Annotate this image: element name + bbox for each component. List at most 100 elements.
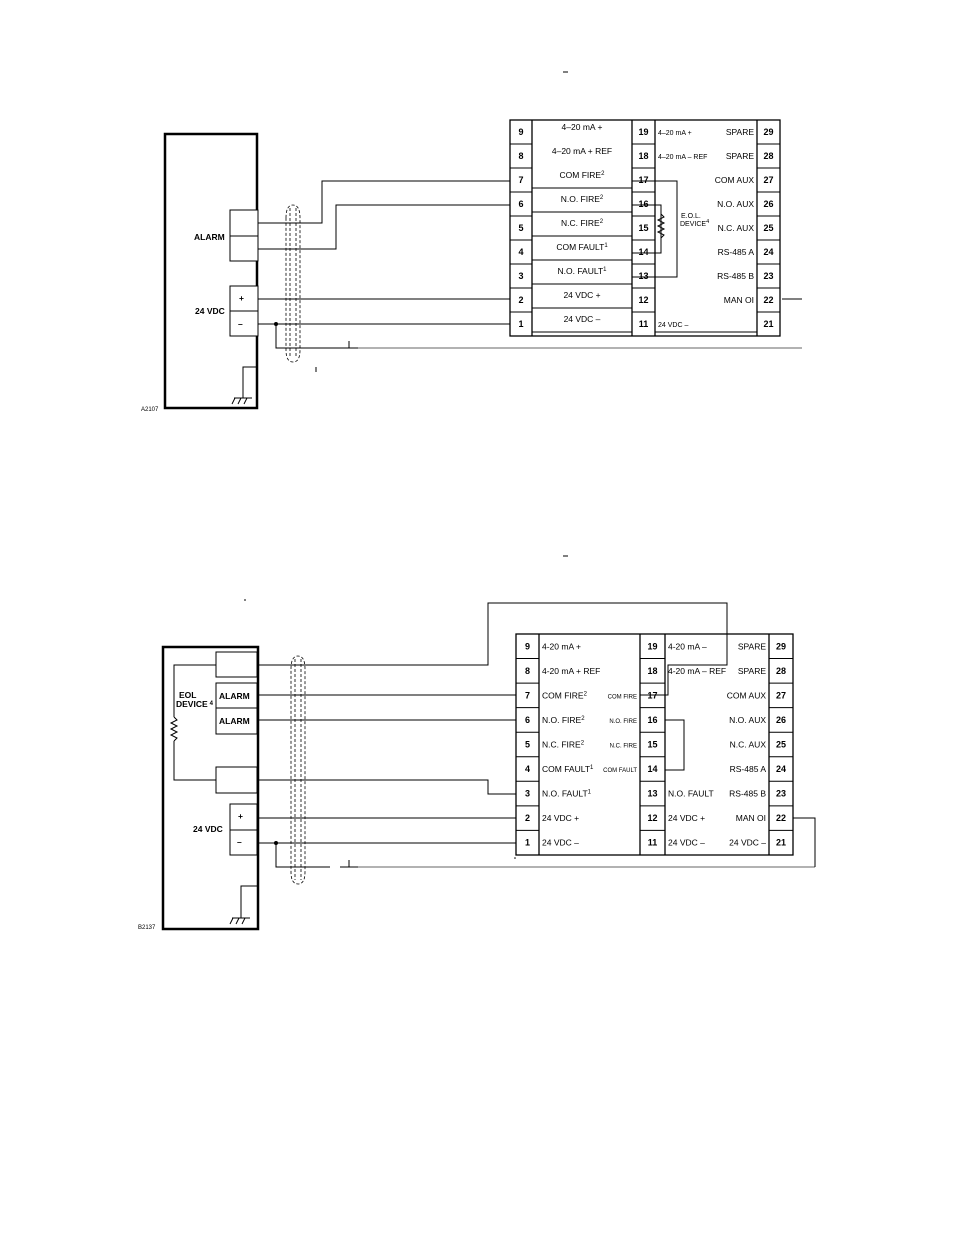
terminal-label: 24 VDC – <box>542 838 579 848</box>
terminal-number: 12 <box>638 295 648 305</box>
terminal-label: N.O. FAULT1 <box>542 789 592 799</box>
terminal-number: 14 <box>647 764 657 774</box>
terminal-label: SPARE <box>738 666 767 676</box>
terminal-number: 27 <box>776 690 786 700</box>
terminal-number: 5 <box>518 223 523 233</box>
terminal-number: 25 <box>776 739 786 749</box>
eol-wire-bottom <box>173 741 216 781</box>
terminal-label: 24 VDC – <box>729 838 766 848</box>
fault-terminal <box>215 766 258 794</box>
terminal-sublabel: COM FAULT <box>603 768 637 774</box>
terminal-number: 3 <box>525 789 530 799</box>
ground-icon <box>229 917 250 925</box>
terminal-number: 16 <box>647 715 657 725</box>
terminal-label: 4–20 mA + <box>562 122 603 132</box>
ground-wire <box>240 885 257 918</box>
terminal-label: RS-485 B <box>729 789 766 799</box>
terminal-number: 2 <box>518 295 523 305</box>
terminal-number: 9 <box>518 127 523 137</box>
board-outline <box>515 633 794 856</box>
terminal-number: 14 <box>638 247 648 257</box>
eol-wire-top <box>173 664 216 717</box>
terminal-number: 18 <box>647 666 657 676</box>
power-label: 24 VDC <box>193 824 223 834</box>
terminal-label: 24 VDC + <box>668 813 705 823</box>
terminal-number: 15 <box>638 223 648 233</box>
terminal-number: 8 <box>525 666 530 676</box>
eol-label-line1: EOL <box>179 690 196 700</box>
terminal-number: 25 <box>763 223 773 233</box>
figure-code: B2137 <box>138 925 156 931</box>
eol-resistor-icon <box>169 716 179 742</box>
terminal-label: 4-20 mA – REF <box>668 666 726 676</box>
terminal-label: COM FIRE2 <box>560 170 606 180</box>
terminal-number: 28 <box>776 666 786 676</box>
terminal-sublabel: N.C. FIRE <box>610 743 637 749</box>
figure-code: A2107 <box>141 407 159 413</box>
diagram-1: ALARM + – 24 VDC A2107 <box>141 71 802 413</box>
terminal-number: 18 <box>638 151 648 161</box>
terminal-label: N.O. FAULT <box>668 789 714 799</box>
terminal-number: 11 <box>648 838 658 848</box>
cable-shield <box>285 204 301 363</box>
eol-label-line1: E.O.L. <box>681 213 701 220</box>
terminal-label: COM FAULT1 <box>542 764 594 774</box>
terminal-label: N.O. AUX <box>729 715 766 725</box>
terminal-number: 26 <box>776 715 786 725</box>
terminal-label: SPARE <box>738 641 767 651</box>
terminal-number: 16 <box>638 199 648 209</box>
terminal-label: 4-20 mA + REF <box>542 666 600 676</box>
terminal-number: 7 <box>518 175 523 185</box>
ground-icon <box>231 397 252 405</box>
terminal-label: COM FIRE2 <box>542 690 588 700</box>
terminal-number: 24 <box>763 247 773 257</box>
terminal-label: N.C. AUX <box>730 739 767 749</box>
wire-no-fault <box>257 779 516 795</box>
terminal-number: 23 <box>776 789 786 799</box>
terminal-number: 5 <box>525 739 530 749</box>
capacitor-symbol <box>340 860 358 868</box>
terminal-number: 2 <box>525 813 530 823</box>
terminal-label: COM AUX <box>727 690 767 700</box>
terminal-label: N.C. FIRE2 <box>561 218 604 228</box>
wire-shield-drain <box>275 843 330 868</box>
terminal-label: 24 VDC – <box>668 838 705 848</box>
alarm-label: ALARM <box>194 232 225 242</box>
terminal-label: RS-485 B <box>717 271 754 281</box>
alarm-label-2: ALARM <box>219 716 250 726</box>
terminal-label: N.C. FIRE2 <box>542 739 585 749</box>
wire-16-to-14 <box>632 204 662 254</box>
wire-man-oi <box>793 817 816 867</box>
terminal-label: 4–20 mA + REF <box>552 146 612 156</box>
terminal-label: 4-20 mA – <box>668 641 707 651</box>
terminal-label: MAN OI <box>736 813 766 823</box>
terminal-number: 22 <box>776 813 786 823</box>
terminal-number: 19 <box>638 127 648 137</box>
terminal-sublabel: COM FIRE <box>608 694 637 700</box>
plus-label: + <box>238 811 243 821</box>
minus-label: – <box>237 837 242 847</box>
eol-label-line2: DEVICE4 <box>680 219 709 228</box>
wire-com-fire <box>258 180 510 224</box>
terminal-number: 24 <box>776 764 786 774</box>
terminal-number: 4 <box>525 764 530 774</box>
terminal-label: 4-20 mA + <box>542 641 581 651</box>
terminal-number: 29 <box>776 641 786 651</box>
top-terminal <box>215 651 258 678</box>
terminal-label: N.O. FAULT1 <box>558 266 608 276</box>
alarm-label-1: ALARM <box>219 691 250 701</box>
minus-label: – <box>238 319 243 329</box>
terminal-number: 6 <box>518 199 523 209</box>
wire-16-to-14 <box>665 719 685 771</box>
terminal-number: 28 <box>763 151 773 161</box>
board-outline <box>509 119 781 337</box>
terminal-label: SPARE <box>726 151 755 161</box>
power-label: 24 VDC <box>195 306 225 316</box>
eol-resistor-icon <box>656 213 666 239</box>
terminal-label: 24 VDC + <box>563 290 600 300</box>
terminal-label: 4–20 mA + <box>658 130 692 137</box>
terminal-number: 1 <box>518 319 523 329</box>
